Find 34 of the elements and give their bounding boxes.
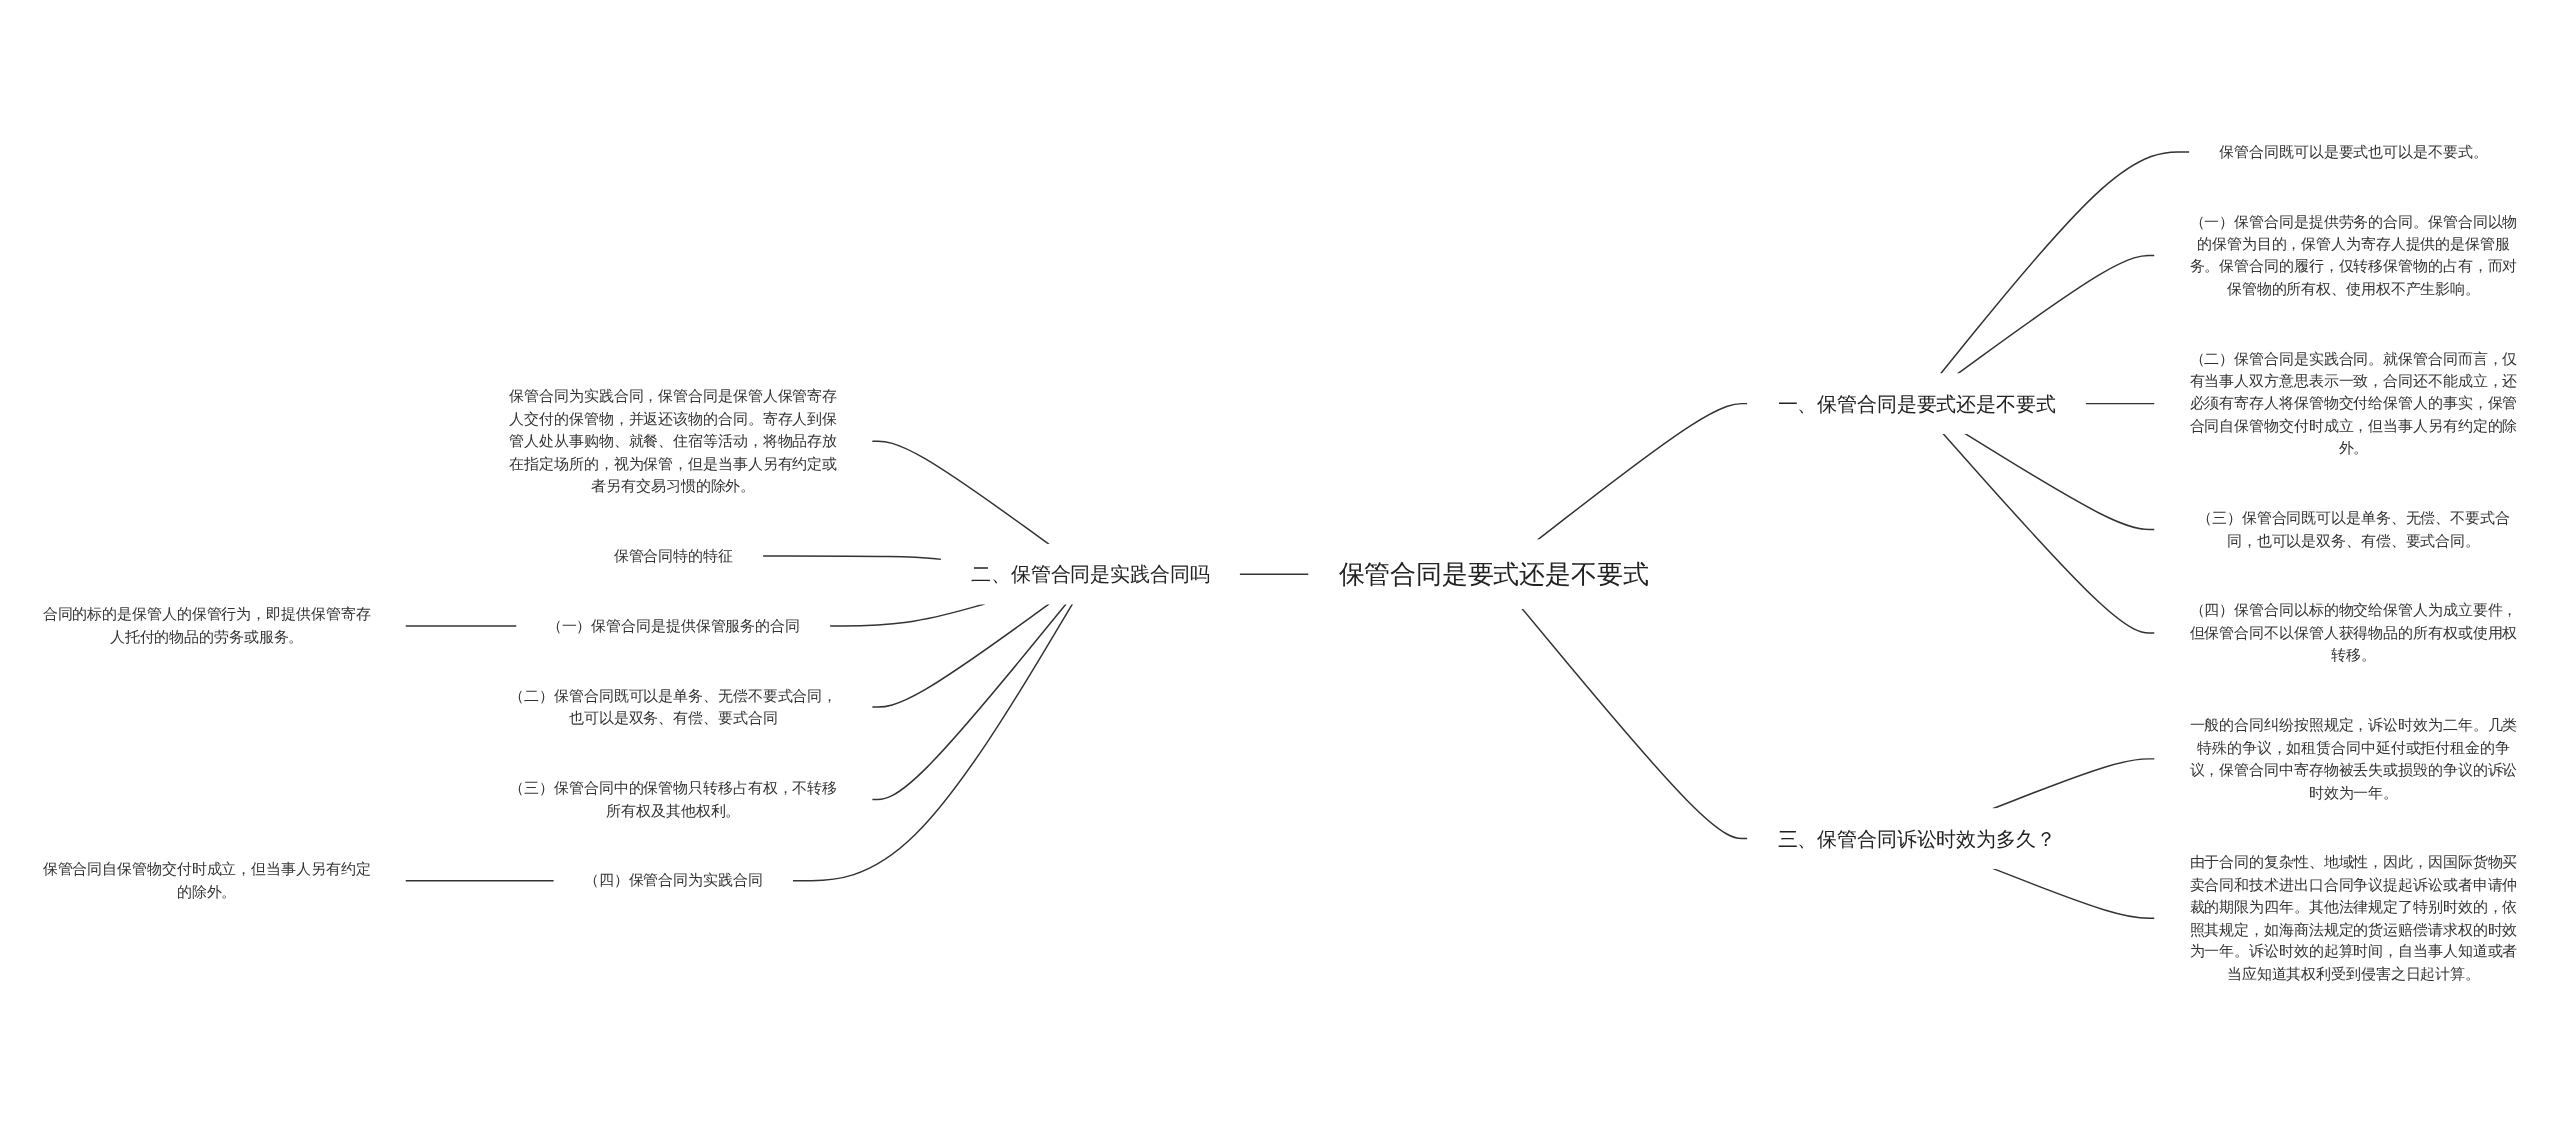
node-text: （一）保管合同是提供劳务的合同。保管合同以物的保管为目的，保管人为寄存人提供的是保管服务。保管合同的履行，仅转移保管物的占有，而对保管物的所有权、使用权不产生影响。: [2189, 212, 2518, 298]
node-text: （三）保管合同既可以是单务、无偿、不要式合同，也可以是双务、有偿、要式合同。: [2197, 509, 2510, 550]
node-text: （三）保管合同中的保管物只转移占有权，不转移所有权及其他权利。: [509, 779, 838, 820]
connector: [404, 879, 555, 882]
connector: [1963, 432, 2156, 531]
connector: [1238, 573, 1310, 575]
node-text: （一）保管合同是提供保管服务的合同: [546, 616, 800, 635]
node-text: 保管合同特的特征: [613, 546, 733, 565]
connector: [1521, 607, 1749, 840]
node-text: （二）保管合同是实践合同。就保管合同而言，仅有当事人双方意思表示一致，合同还不能成立，还必须有寄存人将保管物交付给保管人的事实，保管合同自保管物交付时成立，但当事人另有约定的除外。: [2189, 349, 2518, 457]
connector: [1536, 402, 1749, 541]
connector: [1956, 254, 2156, 375]
connector: [871, 440, 1050, 546]
connector: [1942, 432, 2156, 634]
node-text: 二、保管合同是实践合同吗: [971, 562, 1210, 587]
node-text: （四）保管合同为实践合同: [583, 871, 763, 890]
connector: [871, 603, 1067, 801]
node-text: （四）保管合同以标的物交给保管人为成立要件，但保管合同不以保管人获得物品的所有权或使用权转移。: [2189, 601, 2518, 665]
node-text: 三、保管合同诉讼时效为多久？: [1777, 826, 2056, 851]
connector: [1939, 151, 2191, 375]
node-text: 保管合同是要式还是不要式: [1338, 558, 1649, 589]
node-text: （二）保管合同既可以是单务、无偿不要式合同，也可以是双务、有偿、要式合同: [509, 686, 838, 727]
connector: [761, 555, 943, 561]
node-text: 一般的合同纠纷按照规定，诉讼时效为二年。几类特殊的争议，如租赁合同中延付或拒付租金的争议，保管合同中寄存物被丢失或损毁的争议的诉讼时效为一年。: [2189, 716, 2518, 802]
connector: [404, 625, 518, 627]
node-text: 保管合同既可以是要式也可以是不要式。: [2219, 142, 2488, 161]
connector: [791, 603, 1074, 882]
node-text: 合同的标的是保管人的保管行为，即提供保管寄存人托付的物品的劳务或服务。: [42, 605, 371, 646]
connector: [871, 603, 1050, 708]
node-text: 保管合同自保管物交付时成立，但当事人另有约定的除外。: [42, 860, 371, 901]
node-text: 由于合同的复杂性、地域性，因此，因国际货物买卖合同和技术进出口合同争议提起诉讼或者申请仲裁的期限为四年。其他法律规定了特别时效的，依照其规定，如海商法规定的货运赔偿请求权的时效为一年。诉讼时效的起算时间，自当事人知道或者当应知道其权利受到侵害之日起计算。: [2189, 853, 2518, 983]
node-text: 保管合同为实践合同，保管合同是保管人保管寄存人交付的保管物，并返还该物的合同。寄存人到保管人处从事购物、就餐、住宿等活动，将物品存放在指定场所的，视为保管，但是当事人另有约定或者另有交易习惯的除外。: [509, 387, 838, 495]
connector: [2084, 402, 2156, 405]
node-text: 一、保管合同是要式还是不要式: [1777, 391, 2056, 416]
